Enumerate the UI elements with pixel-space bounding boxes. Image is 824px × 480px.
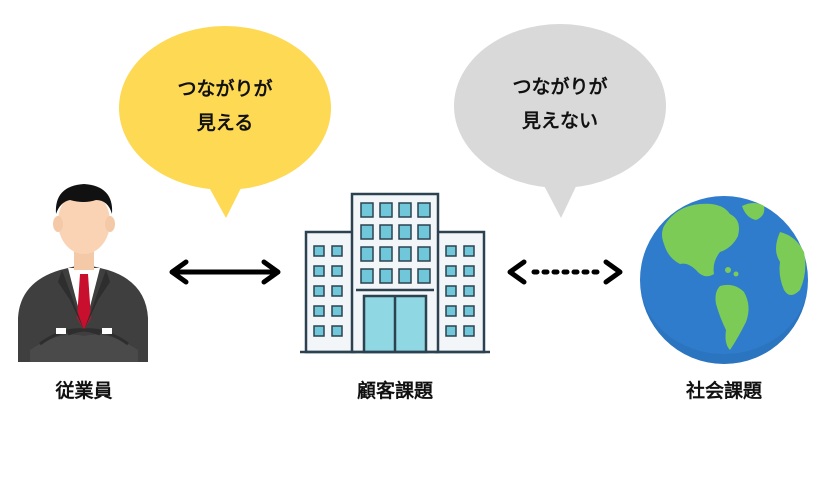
- employee-label: 従業員: [55, 380, 113, 402]
- globe-icon: [640, 196, 808, 364]
- right-bubble-text: つながりが 見えない: [480, 70, 640, 138]
- left-bubble-text: つながりが 見える: [145, 72, 305, 140]
- society-label: 社会課題: [685, 380, 762, 402]
- customer-label: 顧客課題: [356, 380, 433, 402]
- left-bubble-line1: つながりが: [177, 78, 273, 100]
- right-bubble-line2: 見えない: [521, 110, 598, 132]
- office-building-icon: [300, 192, 490, 354]
- left-bubble-line2: 見える: [196, 112, 254, 134]
- right-speech-bubble: [454, 24, 666, 218]
- dotted-double-arrow: [507, 259, 623, 285]
- right-bubble-line1: つながりが: [512, 76, 608, 98]
- solid-double-arrow: [169, 259, 281, 285]
- businessman-icon: [18, 184, 148, 362]
- left-speech-bubble: [119, 26, 331, 218]
- building-windows: [313, 202, 475, 337]
